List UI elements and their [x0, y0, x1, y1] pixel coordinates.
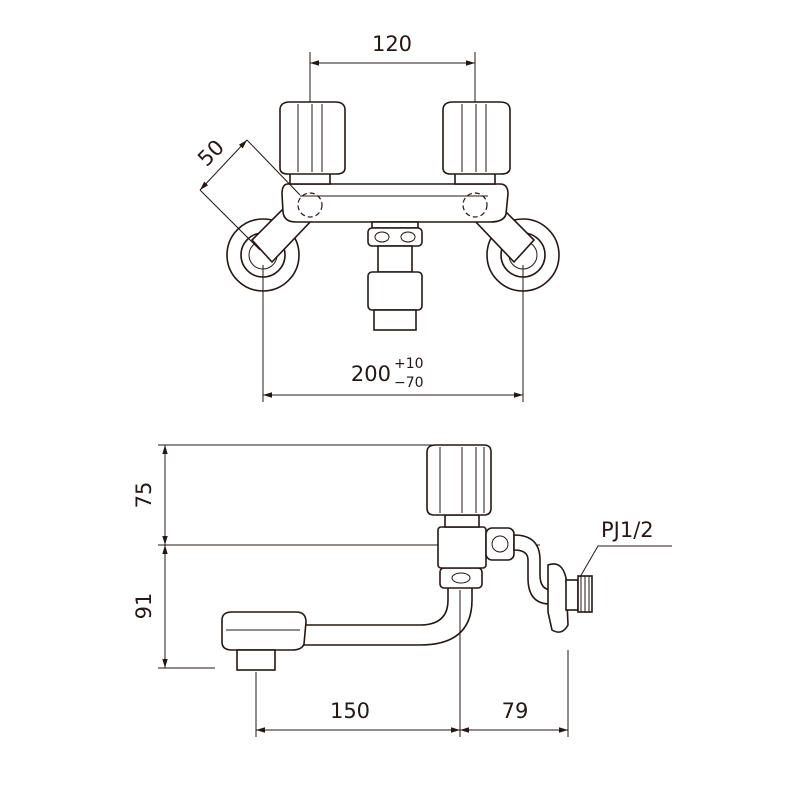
dimension-wall-offset: 79 [502, 699, 529, 723]
dimension-spout-drop: 91 [132, 593, 156, 620]
center-outlet [367, 221, 423, 331]
side-body [437, 526, 487, 569]
thread-spec-label: PJ1/2 [601, 518, 654, 542]
spout-pipe [299, 584, 473, 646]
front-view: 120 [193, 32, 560, 402]
thread-leader-line [579, 545, 672, 578]
tolerance-minus: −70 [394, 375, 424, 391]
dimension-mount-width: 200 [351, 362, 391, 386]
wall-connector [485, 527, 593, 633]
tolerance-plus: +10 [394, 356, 424, 372]
left-handle [279, 101, 346, 185]
dimension-handle-spacing: 120 [372, 32, 412, 56]
side-handle [426, 444, 492, 516]
dimension-spout-reach: 150 [330, 699, 370, 723]
dimension-handle-height: 75 [132, 482, 156, 509]
dimension-line-50 [199, 139, 248, 191]
side-view: 75 91 PJ1/2 [132, 444, 672, 737]
aerator [236, 649, 276, 671]
faucet-body [281, 183, 509, 223]
spout-head [221, 611, 307, 651]
spout-swivel [439, 567, 483, 589]
right-handle [442, 101, 511, 185]
